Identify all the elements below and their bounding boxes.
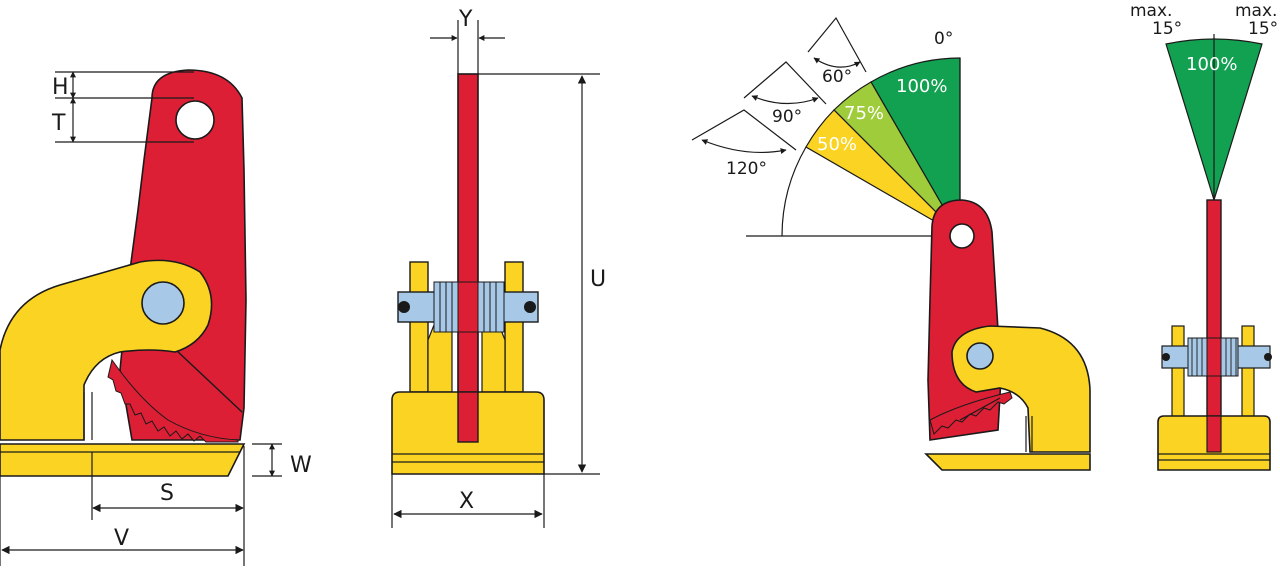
angle-view: 100% 75% 50% 0° 60° 90° 120° bbox=[691, 16, 1091, 471]
dim-x-label: X bbox=[459, 489, 474, 514]
dim-v-label: V bbox=[114, 526, 129, 551]
dim-w-label: W bbox=[290, 453, 312, 478]
tilt-right-deg: 15° bbox=[1248, 19, 1278, 39]
tilt-view: 100% max. 15° max. 15° bbox=[1130, 1, 1278, 471]
dim-u-label: U bbox=[590, 267, 606, 292]
sector-100 bbox=[870, 57, 961, 239]
tilt-right-max: max. bbox=[1235, 1, 1277, 21]
jaw-teeth bbox=[107, 358, 239, 443]
angle-base bbox=[924, 453, 1091, 471]
dim-y-label: Y bbox=[458, 7, 473, 32]
tilt-jaw bbox=[1206, 199, 1222, 451]
tilt-cap-100: 100% bbox=[1186, 54, 1237, 75]
angle-0: 0° bbox=[934, 29, 953, 49]
sector-50 bbox=[805, 109, 961, 237]
cap-100: 100% bbox=[896, 76, 947, 97]
cap-75: 75% bbox=[844, 103, 884, 124]
dim-s-label: S bbox=[160, 481, 174, 506]
tilt-left-max: max. bbox=[1130, 1, 1172, 21]
front-jaw bbox=[457, 73, 479, 443]
pivot-pin bbox=[141, 281, 185, 325]
tilt-left-deg: 15° bbox=[1152, 19, 1182, 39]
angle-60: 60° bbox=[822, 67, 852, 87]
front-view: Y U X bbox=[391, 7, 606, 528]
base-plate bbox=[0, 443, 246, 477]
cap-50: 50% bbox=[817, 134, 857, 155]
lifting-eye-hole bbox=[175, 100, 215, 140]
angle-90: 90° bbox=[772, 107, 802, 127]
side-view: H T W S V bbox=[0, 69, 312, 566]
angle-120: 120° bbox=[726, 159, 767, 179]
dim-t-label: T bbox=[51, 111, 66, 136]
dim-h-label: H bbox=[52, 75, 69, 100]
